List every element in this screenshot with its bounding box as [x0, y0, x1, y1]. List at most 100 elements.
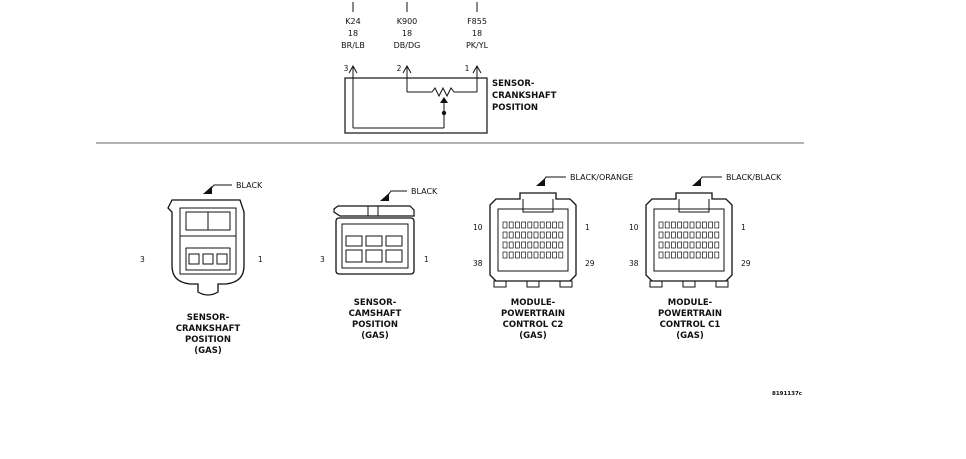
pin-cavity	[552, 231, 557, 239]
pin-cavity	[671, 221, 676, 229]
connector-title-line: CAMSHAFT	[349, 309, 402, 319]
pin-cavity	[658, 251, 664, 259]
component-label-line: SENSOR-	[492, 79, 535, 89]
pin-cavity	[714, 241, 720, 249]
pin-cavity	[385, 249, 403, 263]
pin-cavity	[702, 221, 707, 229]
pin-cavity	[702, 251, 707, 259]
pin-cavity	[689, 241, 695, 249]
pin-cavity	[515, 241, 520, 249]
connector-title-line: (GAS)	[519, 331, 547, 341]
wire-f855: F855 18 PK/YL 1	[465, 2, 489, 84]
pin-number-left: 3	[320, 255, 325, 264]
pin-cavity	[671, 251, 676, 259]
pin-cavity	[527, 231, 533, 239]
pin-cavity	[521, 221, 526, 229]
pin-cavity	[546, 221, 551, 229]
pin-cavity	[702, 241, 707, 249]
pin-cavity	[533, 221, 539, 229]
pin-cavity	[508, 221, 514, 229]
pin-cavity	[714, 251, 720, 259]
pin-number-left: 10	[473, 223, 483, 232]
pin-cavity	[689, 221, 695, 229]
pin-cavity	[658, 241, 664, 249]
connector-title-line: CONTROL C2	[503, 320, 564, 330]
pin-cavity	[546, 251, 551, 259]
pin-cavity	[664, 251, 670, 259]
pin-number: 3	[344, 64, 349, 73]
pin-number-left: 38	[629, 259, 639, 268]
pin-cavity	[188, 253, 200, 265]
connector-title-line: (GAS)	[676, 331, 704, 341]
pin-cavity	[385, 235, 403, 247]
schematic: K24 18 BR/LB 3 K900 18 DB/DG 2 F855 18 P…	[341, 2, 557, 134]
wire-k24: K24 18 BR/LB 3	[341, 2, 365, 84]
pin-cavity	[677, 221, 682, 229]
pin-cavity	[714, 221, 720, 229]
component-label-line: CRANKSHAFT	[492, 91, 557, 101]
pin-cavity	[539, 221, 545, 229]
pin-number-right: 1	[258, 255, 263, 264]
pin-number-right: 29	[741, 259, 751, 268]
connector-color-callout: BLACK/ORANGE	[570, 173, 633, 182]
sensor-internal-circuit	[352, 84, 478, 129]
pin-cavity	[677, 251, 682, 259]
pin-cavity	[558, 221, 564, 229]
pin-cavity	[502, 231, 508, 239]
connector-title-line: SENSOR-	[354, 298, 397, 308]
connector-title-line: (GAS)	[194, 346, 222, 356]
pin-cavity	[527, 251, 533, 259]
pin-cavity	[664, 231, 670, 239]
pin-number-right: 1	[585, 223, 590, 232]
pin-cavity	[533, 251, 539, 259]
figure-code: 8191137c	[772, 391, 802, 397]
connector-title-line: MODULE-	[511, 298, 556, 308]
wire-color: DB/DG	[394, 41, 421, 50]
pin-cavity	[558, 251, 564, 259]
connector-color-callout: BLACK	[411, 187, 438, 196]
pin-cavity	[202, 253, 214, 265]
pin-cavity	[708, 241, 713, 249]
pin-cavity	[502, 241, 508, 249]
pin-cavity	[539, 251, 545, 259]
connector-title-line: MODULE-	[668, 298, 713, 308]
connector-camshaft-sensor: BLACK 3 1 SENSOR- CAMSHAFT POSITION (GAS…	[320, 187, 438, 341]
pin-cavity	[521, 231, 526, 239]
connector-title-line: POSITION	[352, 320, 398, 330]
pin-cavity	[515, 221, 520, 229]
wire-gauge: 18	[472, 29, 482, 38]
wire-circuit: K24	[345, 17, 360, 26]
wire-gauge: 18	[402, 29, 412, 38]
connector-title-line: POWERTRAIN	[501, 309, 565, 319]
connector-title-line: POSITION	[185, 335, 231, 345]
component-label-line: POSITION	[492, 103, 538, 113]
pin-cavity	[671, 241, 676, 249]
pin-cavity	[365, 235, 383, 247]
connector-color-callout: BLACK/BLACK	[726, 173, 782, 182]
pin-cavity	[708, 231, 713, 239]
pin-cavity	[664, 221, 670, 229]
pin-cavity	[695, 241, 701, 249]
pin-cavity	[521, 241, 526, 249]
pin-cavity	[552, 241, 557, 249]
pin-cavity	[345, 235, 363, 247]
pin-cavity	[714, 231, 720, 239]
pin-grid	[658, 221, 720, 259]
connector-pcm-c1: BLACK/BLACK 10 38 1 29 MODULE- POWERTRAI…	[629, 173, 782, 341]
pin-number-left: 38	[473, 259, 483, 268]
pin-cavity	[345, 249, 363, 263]
pin-cavity	[515, 251, 520, 259]
pin-cavity	[527, 221, 533, 229]
pin-cavity	[695, 221, 701, 229]
connector-title-line: CONTROL C1	[660, 320, 721, 330]
pin-grid	[502, 221, 564, 259]
pin-cavity	[708, 221, 713, 229]
pin-cavity	[539, 231, 545, 239]
component-label: SENSOR- CRANKSHAFT POSITION	[492, 79, 557, 113]
pin-cavity	[671, 231, 676, 239]
connector-title-line: CRANKSHAFT	[176, 324, 241, 334]
pin-number-right: 1	[741, 223, 746, 232]
pin-cavity	[683, 231, 689, 239]
pin-cavity	[521, 251, 526, 259]
pin-cavity	[527, 241, 533, 249]
